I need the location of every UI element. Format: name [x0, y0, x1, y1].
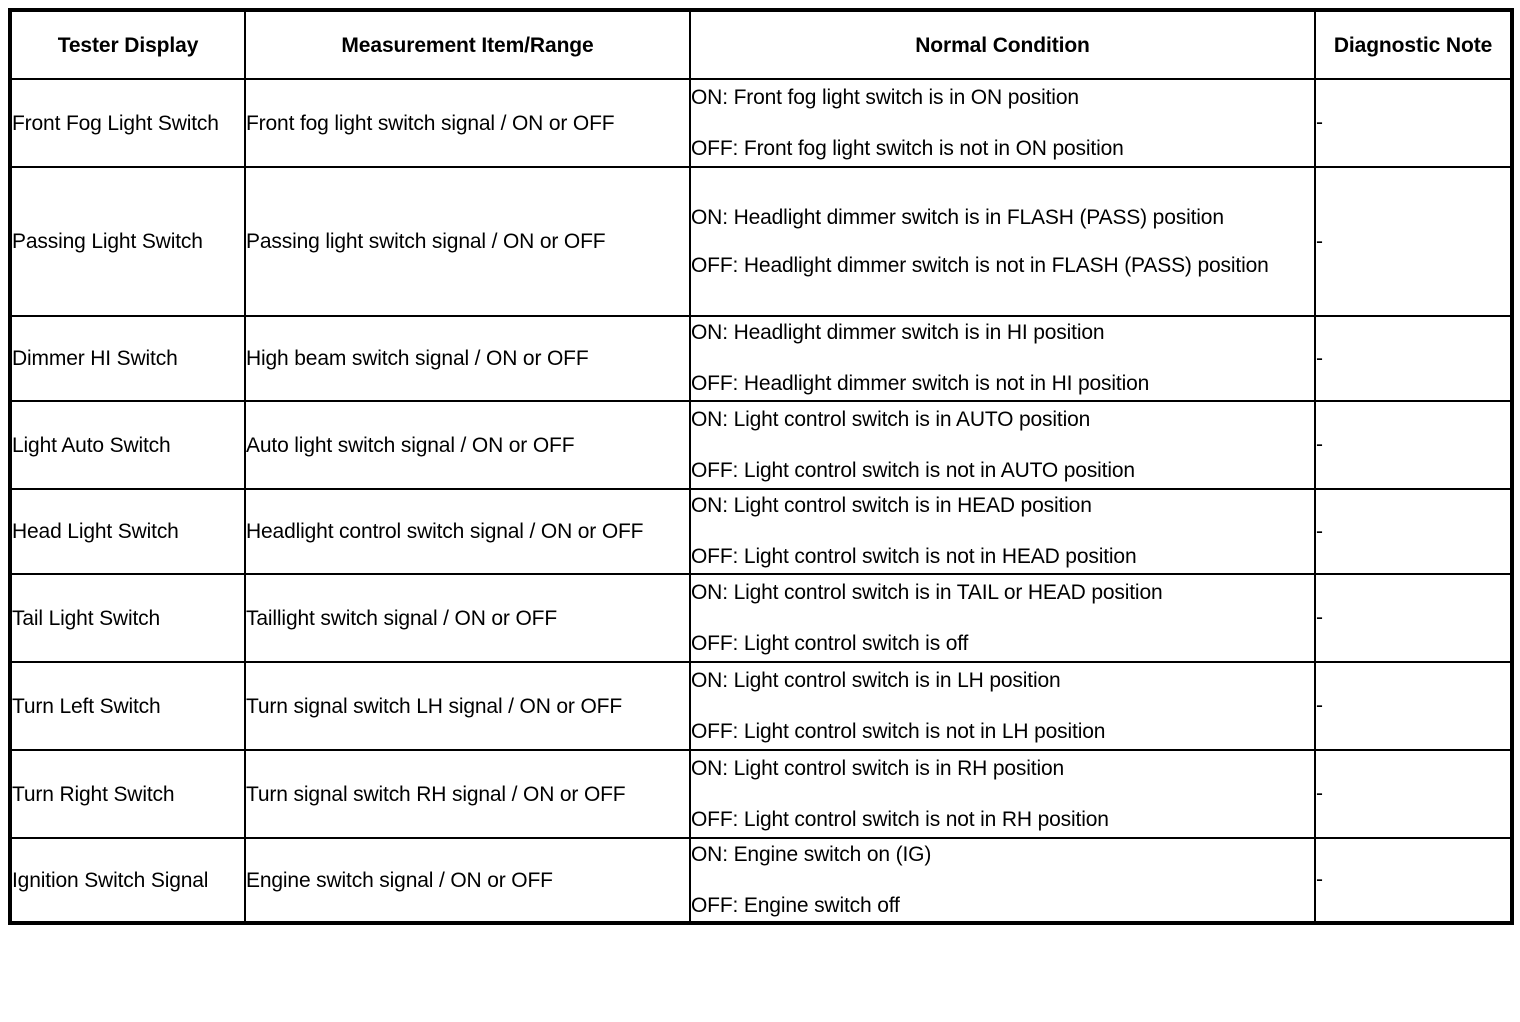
condition-off-text: OFF: Light control switch is not in AUTO… — [691, 458, 1135, 482]
column-header-diagnostic-note: Diagnostic Note — [1314, 9, 1513, 80]
cell-measurement-item-range: Auto light switch signal / ON or OFF — [244, 400, 691, 490]
cell-tester-display: Head Light Switch — [9, 488, 246, 575]
cell-normal-condition: ON: Light control switch is in AUTO posi… — [689, 400, 1316, 490]
condition-off-text: OFF: Front fog light switch is not in ON… — [691, 136, 1124, 160]
condition-off-text: OFF: Headlight dimmer switch is not in H… — [691, 372, 1150, 395]
cell-normal-condition: ON: Headlight dimmer switch is in FLASH … — [689, 166, 1316, 317]
table-row: Passing Light Switch Passing light switc… — [9, 166, 1513, 317]
cell-normal-condition: ON: Headlight dimmer switch is in HI pos… — [689, 315, 1316, 402]
cell-diagnostic-note: - — [1314, 573, 1513, 663]
table-header: Tester Display Measurement Item/Range No… — [9, 9, 1513, 80]
table-header-row: Tester Display Measurement Item/Range No… — [9, 9, 1513, 80]
cell-normal-condition: ON: Front fog light switch is in ON posi… — [689, 78, 1316, 168]
condition-on-text: ON: Light control switch is in LH positi… — [691, 668, 1061, 692]
cell-normal-condition: ON: Light control switch is in LH positi… — [689, 661, 1316, 751]
condition-on-text: ON: Light control switch is in AUTO posi… — [691, 407, 1091, 431]
cell-diagnostic-note: - — [1314, 488, 1513, 575]
condition-on-text: ON: Engine switch on (IG) — [691, 842, 932, 866]
condition-on-text: ON: Light control switch is in HEAD posi… — [691, 494, 1092, 517]
cell-tester-display: Front Fog Light Switch — [9, 78, 246, 168]
cell-diagnostic-note: - — [1314, 661, 1513, 751]
table-body: Front Fog Light Switch Front fog light s… — [9, 78, 1513, 924]
condition-on-text: ON: Front fog light switch is in ON posi… — [691, 85, 1079, 109]
condition-on-text: ON: Headlight dimmer switch is in HI pos… — [691, 321, 1105, 344]
condition-on-text: ON: Headlight dimmer switch is in FLASH … — [691, 205, 1224, 229]
cell-diagnostic-note: - — [1314, 315, 1513, 402]
condition-off-text: OFF: Headlight dimmer switch is not in F… — [691, 253, 1269, 277]
table-row: Tail Light Switch Taillight switch signa… — [9, 573, 1513, 663]
table-row: Light Auto Switch Auto light switch sign… — [9, 400, 1513, 490]
cell-diagnostic-note: - — [1314, 78, 1513, 168]
table-row: Front Fog Light Switch Front fog light s… — [9, 78, 1513, 168]
cell-normal-condition: ON: Engine switch on (IG) OFF: Engine sw… — [689, 837, 1316, 924]
table-row: Dimmer HI Switch High beam switch signal… — [9, 315, 1513, 402]
table-row: Ignition Switch Signal Engine switch sig… — [9, 837, 1513, 924]
cell-tester-display: Passing Light Switch — [9, 166, 246, 317]
table-row: Turn Left Switch Turn signal switch LH s… — [9, 661, 1513, 751]
column-header-normal-condition: Normal Condition — [689, 9, 1316, 80]
cell-diagnostic-note: - — [1314, 166, 1513, 317]
column-header-tester-display: Tester Display — [9, 9, 246, 80]
condition-off-text: OFF: Engine switch off — [691, 893, 900, 917]
cell-diagnostic-note: - — [1314, 837, 1513, 924]
cell-normal-condition: ON: Light control switch is in HEAD posi… — [689, 488, 1316, 575]
cell-tester-display: Tail Light Switch — [9, 573, 246, 663]
table-row: Head Light Switch Headlight control swit… — [9, 488, 1513, 575]
cell-tester-display: Turn Right Switch — [9, 749, 246, 839]
cell-normal-condition: ON: Light control switch is in TAIL or H… — [689, 573, 1316, 663]
condition-on-text: ON: Light control switch is in RH positi… — [691, 756, 1065, 780]
cell-measurement-item-range: High beam switch signal / ON or OFF — [244, 315, 691, 402]
table-row: Turn Right Switch Turn signal switch RH … — [9, 749, 1513, 839]
condition-off-text: OFF: Light control switch is not in LH p… — [691, 719, 1106, 743]
condition-off-text: OFF: Light control switch is not in RH p… — [691, 807, 1109, 831]
cell-tester-display: Turn Left Switch — [9, 661, 246, 751]
condition-on-text: ON: Light control switch is in TAIL or H… — [691, 580, 1163, 604]
column-header-measurement-item-range: Measurement Item/Range — [244, 9, 691, 80]
cell-tester-display: Light Auto Switch — [9, 400, 246, 490]
cell-diagnostic-note: - — [1314, 749, 1513, 839]
cell-diagnostic-note: - — [1314, 400, 1513, 490]
cell-measurement-item-range: Front fog light switch signal / ON or OF… — [244, 78, 691, 168]
cell-measurement-item-range: Turn signal switch RH signal / ON or OFF — [244, 749, 691, 839]
cell-tester-display: Dimmer HI Switch — [9, 315, 246, 402]
cell-measurement-item-range: Passing light switch signal / ON or OFF — [244, 166, 691, 317]
cell-measurement-item-range: Headlight control switch signal / ON or … — [244, 488, 691, 575]
cell-measurement-item-range: Taillight switch signal / ON or OFF — [244, 573, 691, 663]
cell-measurement-item-range: Engine switch signal / ON or OFF — [244, 837, 691, 924]
condition-off-text: OFF: Light control switch is off — [691, 631, 969, 655]
tester-display-data-table: Tester Display Measurement Item/Range No… — [8, 8, 1514, 925]
cell-normal-condition: ON: Light control switch is in RH positi… — [689, 749, 1316, 839]
cell-measurement-item-range: Turn signal switch LH signal / ON or OFF — [244, 661, 691, 751]
condition-off-text: OFF: Light control switch is not in HEAD… — [691, 545, 1137, 568]
cell-tester-display: Ignition Switch Signal — [9, 837, 246, 924]
